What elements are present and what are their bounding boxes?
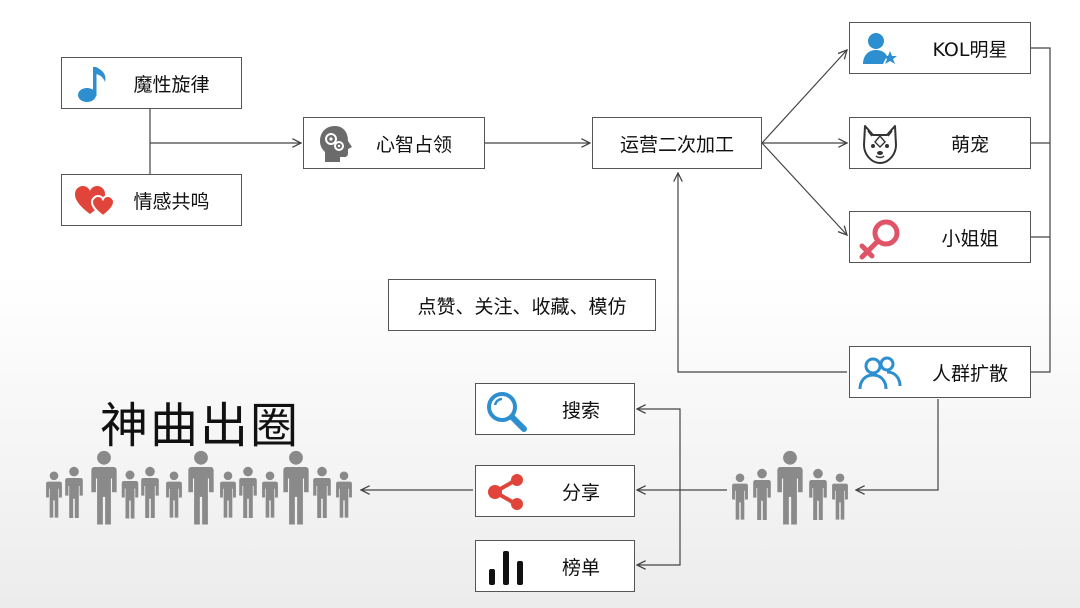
hearts-icon <box>75 186 116 218</box>
label-crowd-spread: 人群扩散 <box>931 362 1008 385</box>
head-gears-icon <box>320 126 352 162</box>
node-magic-melody: 魔性旋律 <box>61 57 242 109</box>
arrow-to-crowd <box>856 399 939 490</box>
interaction-note: 点赞、关注、收藏、模仿 <box>388 279 656 331</box>
node-emotional-resonance: 情感共鸣 <box>61 174 242 226</box>
arrow-to-young-women <box>761 142 847 235</box>
husky-icon <box>863 125 897 164</box>
arrow-feedback-to-processing <box>678 173 847 373</box>
label-ranking: 榜单 <box>561 556 600 579</box>
node-share: 分享 <box>475 465 635 517</box>
node-crowd-spread: 人群扩散 <box>849 346 1031 398</box>
node-ranking: 榜单 <box>475 540 635 592</box>
bar-chart-icon <box>489 551 523 585</box>
node-young-women: 小姐姐 <box>849 211 1031 263</box>
node-secondary-processing: 运营二次加工 <box>592 117 762 169</box>
small-crowd-icon <box>732 450 848 525</box>
label-mind-share: 心智占领 <box>375 133 452 156</box>
node-cute-pets: 萌宠 <box>849 117 1031 169</box>
label-young-women: 小姐姐 <box>941 227 999 250</box>
user-star-icon <box>863 33 897 64</box>
node-search: 搜索 <box>475 383 635 435</box>
share-icon <box>488 474 523 510</box>
large-crowd-icon <box>46 450 352 525</box>
label-share: 分享 <box>561 481 600 504</box>
right-bracket-line <box>1031 47 1051 373</box>
label-magic-melody: 魔性旋律 <box>133 73 210 96</box>
female-symbol-icon <box>859 219 900 260</box>
music-note-icon <box>78 67 106 102</box>
label-search: 搜索 <box>561 399 600 422</box>
node-kol-celebrity: KOL明星 <box>849 22 1031 74</box>
group-icon <box>858 356 902 390</box>
arrow-to-kol <box>761 50 847 144</box>
label-secondary-processing: 运营二次加工 <box>619 133 734 156</box>
arrow-to-search <box>637 409 681 490</box>
label-cute-pets: 萌宠 <box>950 133 989 156</box>
label-kol-celebrity: KOL明星 <box>932 38 1008 61</box>
label-emotional-resonance: 情感共鸣 <box>133 190 210 213</box>
node-mind-share: 心智占领 <box>303 117 485 169</box>
arrow-to-ranking <box>637 490 681 565</box>
headline: 神曲出圈 <box>100 398 301 454</box>
magnifier-icon <box>487 392 527 432</box>
